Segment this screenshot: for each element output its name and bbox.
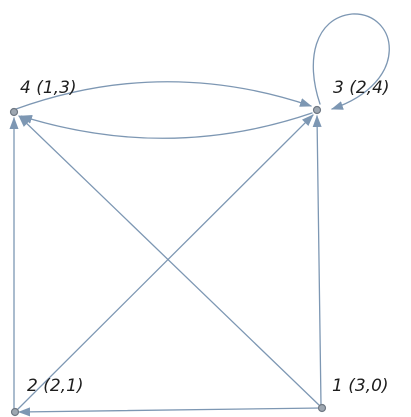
edges (9, 13, 390, 417)
edge-4-to-3 (15, 81, 312, 110)
node-2-dot (10, 407, 20, 417)
node-3: 3 (2,4) (312, 78, 390, 115)
edge-1-to-4 (18, 115, 321, 407)
node-1-label: 1 (3,0) (332, 376, 389, 396)
node-2-label: 2 (2,1) (27, 376, 84, 396)
node-3-label: 3 (2,4) (333, 78, 390, 98)
nodes: 1 (3,0) 2 (2,1) 3 (2,4) 4 (1,3) (9, 78, 390, 417)
edge-1-to-3 (312, 115, 322, 406)
node-4-dot (9, 107, 19, 117)
edge-3-to-3-loop (312, 13, 390, 110)
edge-3-to-4 (20, 112, 313, 139)
node-4: 4 (1,3) (9, 78, 77, 117)
node-3-dot (312, 105, 322, 115)
edge-1-to-2 (18, 407, 323, 417)
node-4-label: 4 (1,3) (20, 78, 77, 98)
node-2: 2 (2,1) (10, 376, 84, 417)
node-1-dot (317, 403, 327, 413)
edge-2-to-3 (16, 114, 314, 411)
node-1: 1 (3,0) (317, 376, 389, 413)
